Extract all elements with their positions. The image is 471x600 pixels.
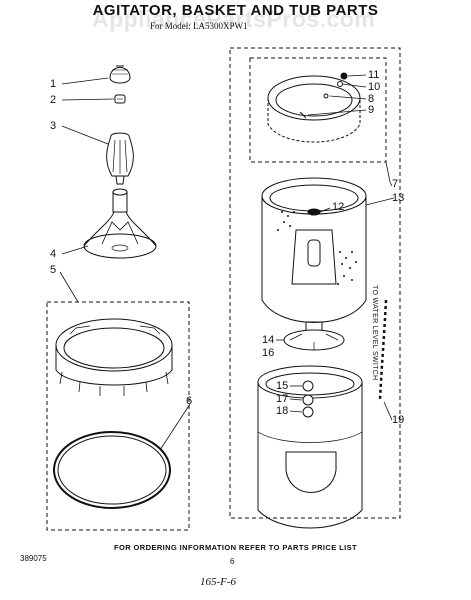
callout-1: 1: [50, 78, 57, 90]
tub-ring-group-box: [46, 301, 190, 531]
callout-6: 6: [186, 395, 193, 407]
callout-2: 2: [50, 94, 57, 106]
spin-basket: [261, 177, 367, 323]
agitator-barrel: [106, 132, 134, 185]
ordering-info-note: FOR ORDERING INFORMATION REFER TO PARTS …: [114, 543, 357, 552]
tub-o-ring: [53, 431, 171, 509]
agitator-base: [83, 188, 157, 259]
basket-tub-group-box: [229, 47, 401, 519]
callout-13: 13: [392, 192, 405, 204]
water-level-switch-label: TO WATER LEVEL SWITCH: [371, 285, 378, 381]
callout-9: 9: [368, 104, 375, 116]
callout-10: 10: [368, 81, 381, 93]
tub-ring: [55, 318, 173, 396]
agitator-dogs: [114, 94, 126, 104]
diagram-title: AGITATOR, BASKET AND TUB PARTS: [92, 2, 379, 19]
callout-18: 18: [276, 405, 289, 417]
callout-8: 8: [368, 93, 375, 105]
callout-leaders: [59, 74, 395, 451]
balance-ring: [267, 72, 361, 143]
callout-5: 5: [50, 264, 57, 276]
balance-ring-group-box: [249, 57, 387, 163]
water-level-hose: [378, 299, 388, 401]
callout-16: 16: [262, 347, 275, 359]
basket-drive-hub: [283, 321, 345, 351]
callout-12: 12: [332, 201, 345, 213]
callout-19: 19: [392, 414, 405, 426]
callout-17: 17: [276, 393, 289, 405]
callout-7: 7: [392, 178, 399, 190]
callout-15: 15: [276, 380, 289, 392]
callout-11: 11: [368, 69, 380, 81]
agitator-cap: [109, 65, 131, 84]
outer-tub: [257, 365, 363, 529]
handwritten-note: 165-F-6: [200, 576, 237, 588]
model-subtitle: For Model: LA5300XPW1: [150, 21, 248, 31]
watermark: AppliancePartsPros.com: [92, 6, 376, 32]
callout-14: 14: [262, 334, 275, 346]
diagram-code: 389075: [20, 554, 47, 563]
callout-4: 4: [50, 248, 57, 260]
page-number: 6: [230, 557, 235, 566]
callout-3: 3: [50, 120, 57, 132]
